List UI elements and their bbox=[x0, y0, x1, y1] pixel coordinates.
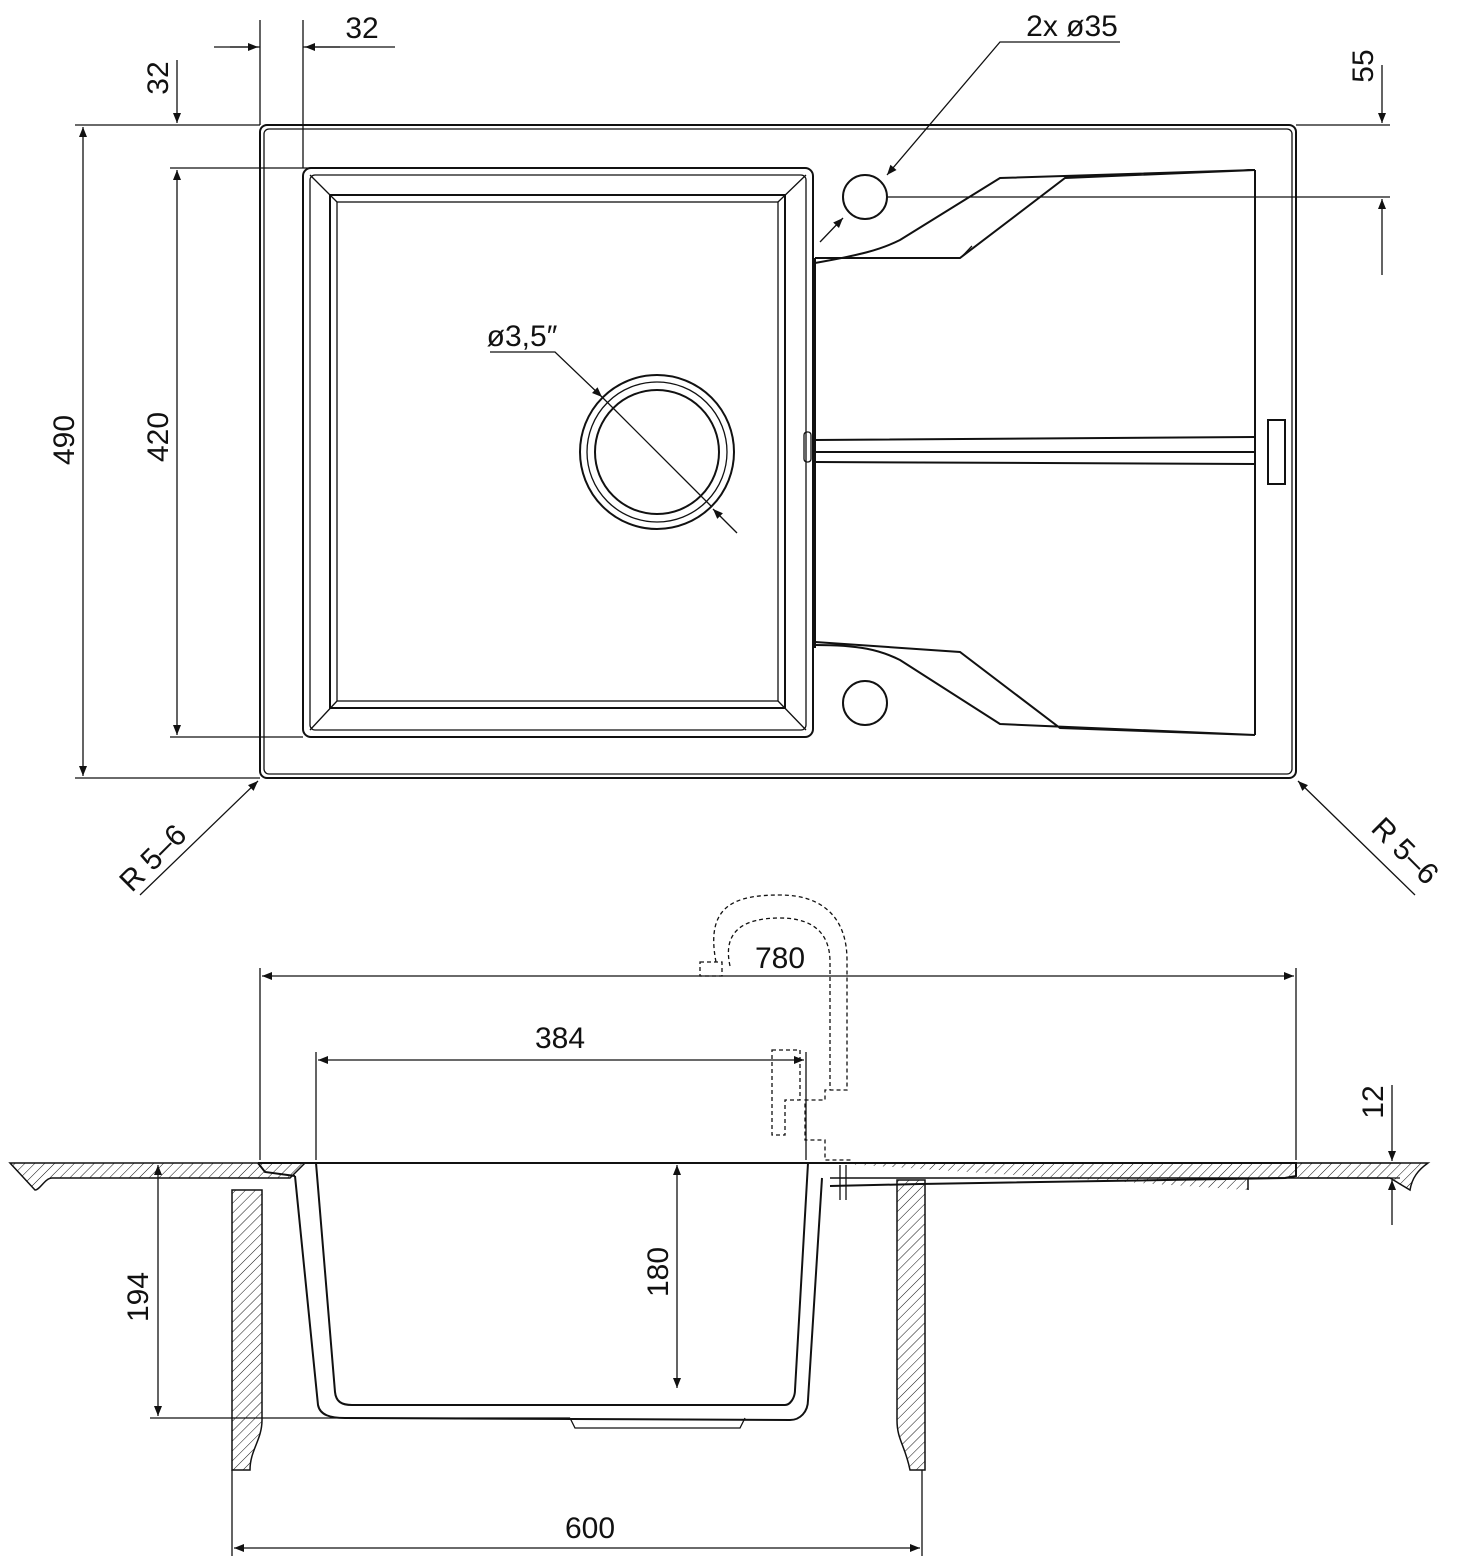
section-view bbox=[8, 894, 1431, 1471]
countertop-right bbox=[830, 1162, 1431, 1192]
tap-hole-bottom bbox=[842, 680, 888, 726]
radius-left: R 5–6 bbox=[113, 818, 193, 898]
drainer bbox=[803, 169, 1286, 736]
faucet-icon bbox=[699, 894, 851, 1200]
dim-total-height: 194 bbox=[122, 1272, 155, 1322]
dim-flange-depth: 32 bbox=[142, 61, 175, 94]
dim-cabinet: 600 bbox=[565, 1512, 615, 1545]
section-dimensions: 780 384 12 194 180 600 bbox=[122, 942, 1400, 1556]
radius-right: R 5–6 bbox=[1365, 811, 1445, 891]
tap-hole-top bbox=[842, 174, 888, 220]
bowl bbox=[302, 167, 814, 738]
dim-drain: ø3,5″ bbox=[487, 320, 558, 353]
dim-bowl-width: 384 bbox=[535, 1022, 585, 1055]
top-dimensions: 32 32 420 490 55 2x ø35 ø3,5″ R 5–6 R 5–… bbox=[48, 10, 1445, 898]
sink-outline bbox=[259, 124, 1297, 779]
dim-total-depth: 490 bbox=[48, 415, 81, 465]
dim-flange-width: 32 bbox=[345, 12, 378, 45]
dim-tap-holes: 2x ø35 bbox=[1026, 10, 1118, 43]
drain-icon bbox=[579, 374, 735, 530]
dim-bowl-height: 180 bbox=[642, 1247, 675, 1297]
dim-flange-height: 12 bbox=[1357, 1085, 1390, 1118]
top-view bbox=[259, 124, 1297, 779]
dim-tap-offset: 55 bbox=[1347, 49, 1380, 82]
dim-bowl-depth: 420 bbox=[142, 412, 175, 462]
cabinet-wall-right bbox=[896, 1179, 926, 1471]
cabinet-wall-left bbox=[231, 1189, 263, 1471]
dim-total-width: 780 bbox=[755, 942, 805, 975]
